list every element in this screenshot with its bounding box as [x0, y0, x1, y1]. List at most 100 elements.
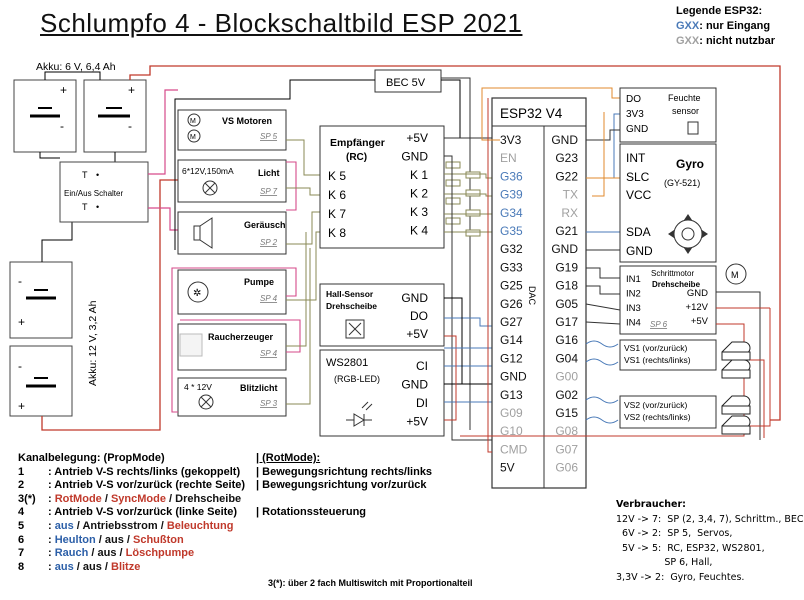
module-blitz-title: Blitzlicht — [240, 383, 278, 393]
module-blitz-spec: 4 * 12V — [184, 382, 212, 392]
kanal-segment: Heulton — [54, 533, 96, 546]
kanal-segment: : — [48, 547, 55, 560]
kanal-segment: Schußton — [132, 533, 184, 546]
kanal-row-4: 4: Antrieb V-S vor/zurück (linke Seite)|… — [18, 506, 366, 520]
legend-unusable-code: GXX — [676, 35, 700, 47]
bec-module: BEC 5V — [374, 69, 442, 93]
footnote: 3(*): über 2 fach Multiswitch mit Propor… — [268, 578, 473, 588]
module-geraeusch-title: Geräusch — [244, 220, 286, 230]
module-vs-motors: M M VS Motoren SP 5 — [177, 109, 287, 151]
kanal-segment: Rauch — [54, 547, 89, 560]
kanal-row-2: 2: Antrieb V-S vor/zurück (rechte Seite)… — [18, 479, 427, 493]
esp-pin-left-g27: G27 — [500, 315, 523, 329]
esp-pin-left-g26: G26 — [500, 297, 523, 311]
svg-text:-: - — [18, 274, 22, 288]
kanal-row-6: 6: Heulton / aus / Schußton — [18, 534, 245, 548]
gyro-pin-vcc: VCC — [626, 188, 652, 202]
kanal-segment: / Drehscheibe — [165, 492, 242, 505]
k-output-8: K 8 — [328, 226, 346, 240]
kanal-segment: RotMode — [54, 492, 102, 505]
kanal-left: : Antrieb V-S rechts/links (gekoppelt) — [48, 465, 241, 478]
esp-pin-right-g04: G04 — [555, 351, 578, 365]
stepper-pin-right-2: +5V — [691, 316, 709, 327]
esp-pin-right-gnd: GND — [551, 242, 578, 256]
esp-pin-left-g09: G09 — [500, 406, 523, 420]
vs1-line-1: VS1 (rechts/links) — [624, 355, 691, 365]
kanal-segment: / aus / — [88, 547, 126, 560]
svg-text:✲: ✲ — [193, 288, 201, 299]
esp-pin-left-g25: G25 — [500, 279, 523, 293]
verbraucher-line-1: 6V -> 2: SP 5, Servos, — [616, 528, 733, 539]
svg-text:M: M — [190, 134, 196, 141]
module-geraeusch: Geräusch SP 2 — [177, 211, 287, 255]
esp-pin-left-g32: G32 — [500, 242, 523, 256]
esp-pin-right-g02: G02 — [555, 388, 578, 402]
kanal-row-7: 7: Rauch / aus / Löschpumpe — [18, 547, 245, 561]
vs2-block — [619, 395, 717, 429]
esp-pin-right-g17: G17 — [555, 315, 578, 329]
ws-pin-0: CI — [416, 359, 428, 373]
esp-title: ESP32 V4 — [500, 106, 563, 121]
module-pumpe-title: Pumpe — [244, 277, 274, 287]
vs2-line-0: VS2 (vor/zurück) — [624, 400, 687, 410]
legend-input-code: GXX — [676, 20, 700, 32]
gyro-pin-slc: SLC — [626, 170, 650, 184]
module-licht-title: Licht — [258, 168, 280, 178]
kanal-belegung: Kanalbelegung: (PropMode)| (RotMode): 1:… — [18, 452, 432, 574]
battery-6v-2: +- — [83, 79, 147, 153]
feuchte-sensor: Feuchte sensor — [619, 87, 717, 143]
module-raucher-sp: SP 4 — [260, 349, 278, 358]
esp-pin-left-g33: G33 — [500, 260, 523, 274]
hall-pin-1: DO — [410, 309, 428, 323]
esp-pin-right-g15: G15 — [555, 406, 578, 420]
svg-text:T: T — [82, 170, 88, 180]
kanal-segment: / Antriebsstrom / — [73, 519, 167, 532]
stepper-block: Schrittmotor Drehscheibe SP 6 M — [619, 263, 747, 335]
servo-icons — [721, 341, 751, 435]
svg-text:+: + — [60, 83, 67, 97]
esp-pin-right-g08: G08 — [555, 424, 578, 438]
module-raucher-title: Raucherzeuger — [208, 332, 274, 342]
kanal-segment: Löschpumpe — [125, 547, 195, 560]
kanal-num: 2 — [18, 479, 25, 492]
kanal-num: 7 — [18, 547, 25, 560]
feuchte-pin-1: 3V3 — [626, 109, 644, 120]
kanal-segment: aus — [54, 560, 74, 573]
gyro-pin-gnd: GND — [626, 244, 653, 258]
receiver-subtitle: (RC) — [346, 152, 367, 163]
page-title: Schlumpfo 4 - Blockschaltbild ESP 2021 — [40, 8, 523, 38]
kanal-segment: : — [48, 519, 55, 532]
receiver-pin-0: +5V — [406, 131, 428, 145]
esp-pin-left-5v: 5V — [500, 461, 515, 475]
svg-text:+: + — [18, 399, 25, 413]
module-geraeusch-sp: SP 2 — [260, 238, 278, 247]
esp-pin-left-en: EN — [500, 151, 517, 165]
svg-text:•: • — [96, 202, 99, 212]
kanal-left: : Antrieb V-S vor/zurück (linke Seite) — [48, 506, 238, 519]
module-pumpe-sp: SP 4 — [260, 294, 278, 303]
verbraucher: Verbraucher: 12V -> 7: SP (2, 3,4, 7), S… — [616, 498, 804, 585]
kanal-segment: aus — [54, 519, 74, 532]
kanal-segment: / aus / — [95, 533, 133, 546]
module-blitz-sp: SP 3 — [260, 399, 278, 408]
receiver-pin-2: K 1 — [410, 168, 428, 182]
esp-pin-right-g23: G23 — [555, 151, 578, 165]
kanal-segment: Blitze — [111, 560, 141, 573]
legend-input-text: : nur Eingang — [699, 20, 771, 32]
esp-pin-right-rx: RX — [561, 206, 578, 220]
feuchte-pin-0: DO — [626, 94, 641, 105]
module-motors-sp: SP 5 — [260, 132, 278, 141]
gyro-pin-int: INT — [626, 151, 646, 165]
svg-text:+: + — [128, 83, 135, 97]
battery-12v-2: -+ — [9, 345, 73, 417]
esp-pin-right-g21: G21 — [555, 224, 578, 238]
esp-pin-right-g07: G07 — [555, 442, 578, 456]
gyro-block: Gyro (GY-521) — [619, 143, 717, 263]
kanal-segment: / — [101, 492, 111, 505]
gyro-title: Gyro — [676, 157, 704, 171]
kanal-num: 4 — [18, 506, 25, 519]
stepper-title1: Schrittmotor — [651, 269, 694, 278]
gyro-pin-sda: SDA — [626, 225, 651, 239]
kanal-segment: Beleuchtung — [166, 519, 234, 532]
